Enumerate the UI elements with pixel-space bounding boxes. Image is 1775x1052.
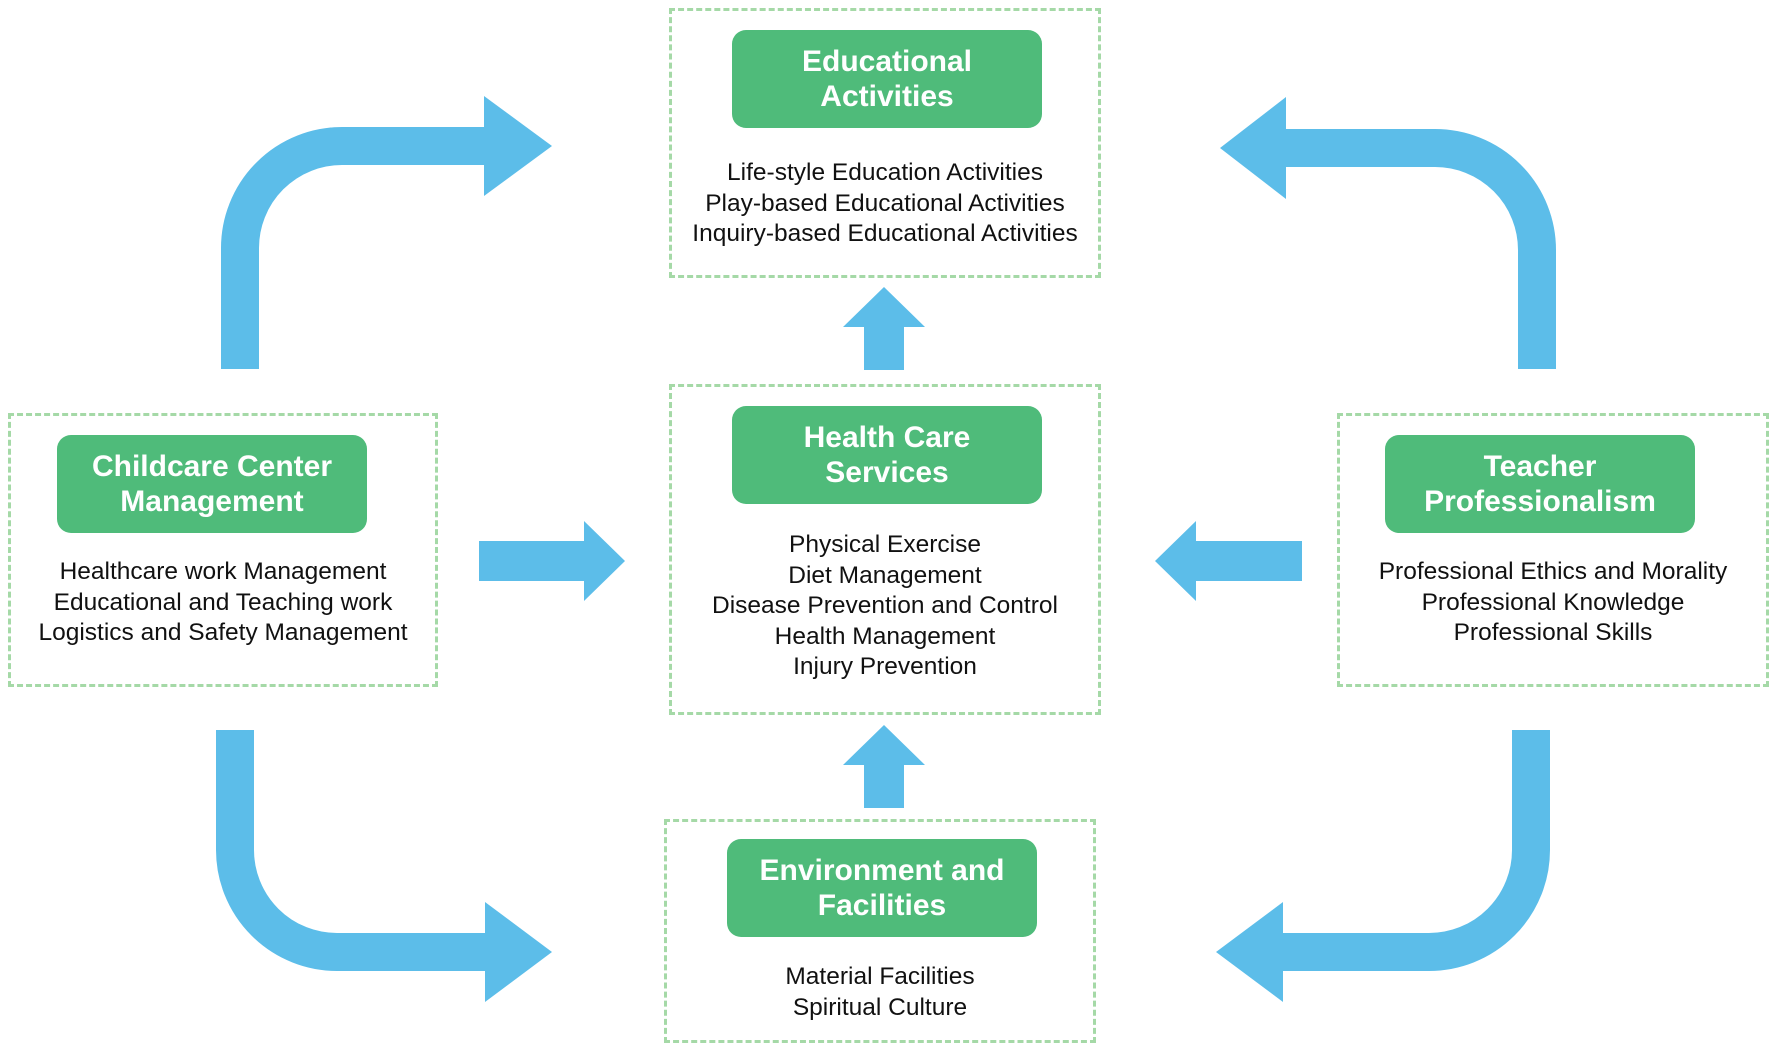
list-item: Physical Exercise [789,531,981,558]
list-item: Logistics and Safety Management [38,619,408,646]
childcare-center-management-title: Childcare Center Management [57,435,367,533]
list-item: Disease Prevention and Control [712,592,1058,619]
teacher-professionalism-title: Teacher Professionalism [1385,435,1695,533]
list-item: Material Facilities [785,963,975,990]
list-item: Professional Knowledge [1421,588,1685,616]
educational-activities-title: Educational Activities [732,30,1042,128]
arrow-head-teacher-to-educational [1220,97,1286,199]
list-item: Life-style Education Activities [727,159,1043,186]
arrow-childcare-to-environment [216,730,487,971]
arrow-childcare-to-educational [221,127,485,369]
list-item: Play-based Educational Activities [705,189,1065,217]
arrow-head-childcare-to-environment [485,902,552,1002]
health-care-services-block: Health Care Services Physical Exercise D… [669,384,1101,715]
childcare-center-management-block: Childcare Center Management Healthcare w… [8,413,438,687]
list-item: Healthcare work Management [59,558,387,585]
arrow-environment-to-health [843,725,925,808]
arrow-head-childcare-to-educational [484,96,552,196]
list-item: Professional Skills [1453,619,1653,646]
list-item: Educational and Teaching work [53,588,393,616]
teacher-professionalism-block: Teacher Professionalism Professional Eth… [1337,413,1769,687]
list-item: Inquiry-based Educational Activities [692,220,1078,247]
teacher-professionalism-list: Professional Ethics and Morality Profess… [1340,557,1766,649]
list-item: Professional Ethics and Morality [1378,558,1728,585]
list-item: Health Management [774,622,996,650]
list-item: Diet Management [788,561,982,589]
arrow-head-teacher-to-environment [1216,902,1283,1002]
list-item: Injury Prevention [793,653,977,680]
arrow-teacher-to-health [1155,521,1302,601]
environment-facilities-block: Environment and Facilities Material Faci… [664,819,1096,1043]
arrow-teacher-to-environment [1277,730,1550,971]
educational-activities-list: Life-style Education Activities Play-bas… [672,158,1098,250]
arrow-health-to-educational [843,287,925,370]
health-care-services-title: Health Care Services [732,406,1042,504]
educational-activities-block: Educational Activities Life-style Educat… [669,8,1101,278]
childcare-center-management-list: Healthcare work Management Educational a… [11,557,435,649]
list-item: Spiritual Culture [792,993,968,1021]
environment-facilities-list: Material Facilities Spiritual Culture [667,962,1093,1023]
health-care-services-list: Physical Exercise Diet Management Diseas… [672,530,1098,683]
arrow-teacher-to-educational [1275,129,1556,369]
arrow-childcare-to-health [479,521,625,601]
environment-facilities-title: Environment and Facilities [727,839,1037,937]
